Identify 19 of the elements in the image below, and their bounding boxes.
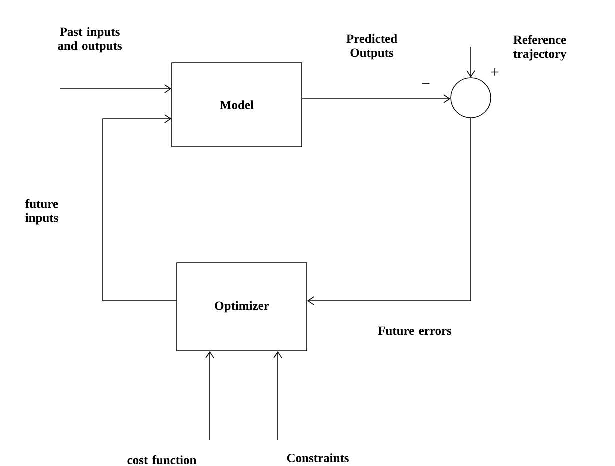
arrow: [102, 114, 177, 302]
summing-junction: [450, 78, 492, 118]
sign-label: −: [422, 83, 430, 84]
sign-label: +: [491, 68, 499, 76]
edge-label: Past inputs and outputs: [58, 27, 122, 53]
edge-label: Constraints: [287, 454, 349, 462]
arrow: [307, 118, 472, 306]
edge-label: future inputs: [26, 199, 58, 225]
arrow: [466, 46, 476, 78]
arrow: [302, 94, 451, 104]
edge-label: Predicted Outputs: [346, 34, 398, 60]
arrow: [60, 84, 172, 94]
edge-label: cost function: [128, 456, 197, 464]
arrow: [206, 351, 214, 440]
process-box: Model: [172, 62, 302, 148]
process-box: Optimizer: [176, 262, 308, 352]
arrow: [274, 351, 282, 440]
edge-label: Future errors: [378, 326, 452, 336]
edge-label: Reference trajectory: [514, 35, 567, 61]
